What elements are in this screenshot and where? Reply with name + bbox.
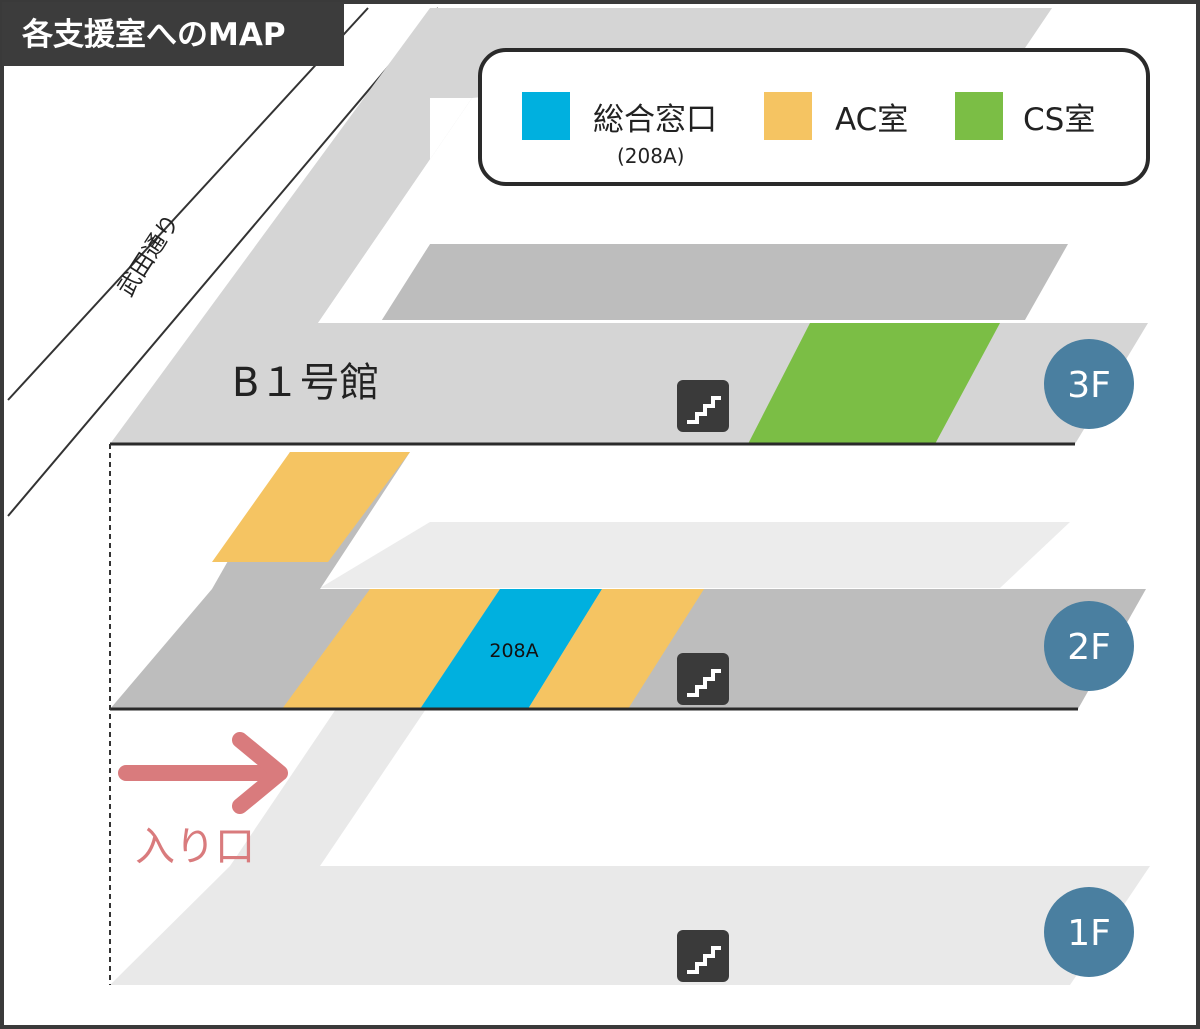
legend-swatch-counter — [522, 92, 570, 140]
counter-208a — [420, 589, 602, 709]
ac-room-2f-left — [282, 589, 500, 709]
floor-2f: 208A — [110, 452, 1146, 711]
stairs-icon — [677, 380, 729, 432]
svg-text:1F: 1F — [1067, 913, 1111, 954]
legend-swatch-ac — [764, 92, 812, 140]
floor-badge-2f: 2F — [1044, 601, 1134, 691]
floor-badge-3f: 3F — [1044, 339, 1134, 429]
legend-label-ac: AC室 — [835, 102, 908, 138]
legend-label-counter: 総合窓口 — [593, 102, 717, 138]
entrance-label: 入り口 — [135, 824, 255, 870]
floor-3f: B１号館 — [110, 8, 1148, 446]
building-label: B１号館 — [232, 360, 379, 406]
ac-room-2f-upper — [212, 452, 410, 562]
map-title: 各支援室へのMAP — [21, 17, 286, 53]
cs-room-3f — [748, 323, 1000, 444]
legend: 総合窓口 (208A) AC室 CS室 — [478, 48, 1150, 186]
entrance-arrow: 入り口 — [118, 732, 288, 870]
stairs-icon — [677, 930, 729, 982]
room-208a-label: 208A — [489, 640, 538, 662]
floor-1f — [110, 703, 1150, 985]
svg-text:3F: 3F — [1067, 365, 1111, 406]
stairs-icon — [677, 653, 729, 705]
legend-label-cs: CS室 — [1023, 102, 1095, 138]
floor-badge-1f: 1F — [1044, 887, 1134, 977]
legend-sublabel-counter: (208A) — [617, 144, 684, 168]
title-tab: 各支援室へのMAP — [2, 2, 344, 66]
svg-text:2F: 2F — [1067, 627, 1111, 668]
legend-swatch-cs — [955, 92, 1003, 140]
ac-room-2f-right — [528, 589, 704, 709]
